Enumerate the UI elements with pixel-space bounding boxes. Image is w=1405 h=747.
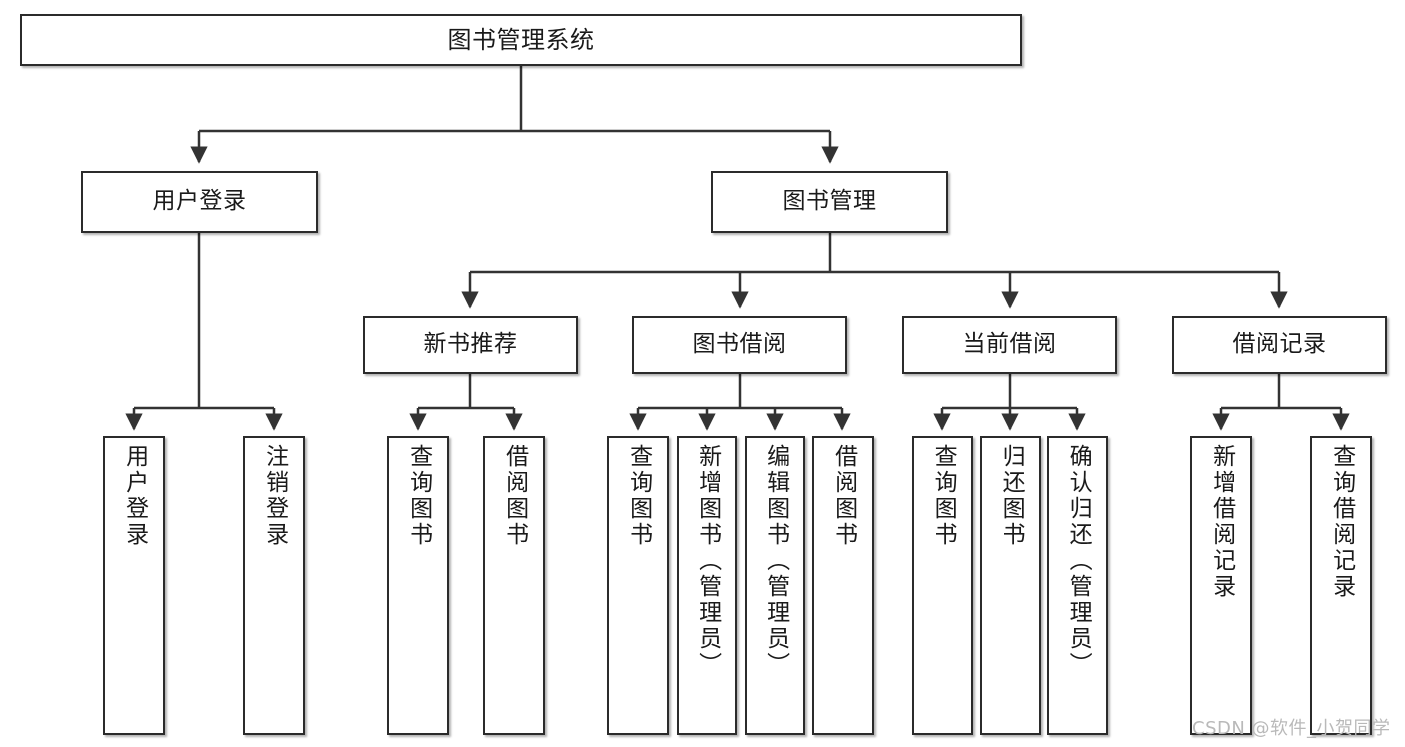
node-book-management[interactable]: 图书管理: [711, 171, 948, 233]
node-new-book-recommend[interactable]: 新书推荐: [363, 316, 578, 374]
leaf-user-login-logout[interactable]: 注销登录: [243, 436, 305, 735]
node-label: 新增图书（管理员）: [694, 444, 721, 678]
leaf-borrow-record-add-record[interactable]: 新增借阅记录: [1190, 436, 1252, 735]
node-label: 编辑图书（管理员）: [762, 444, 789, 678]
leaf-book-borrow-query-book[interactable]: 查询图书: [607, 436, 669, 735]
node-label: 图书管理系统: [447, 25, 595, 54]
node-label: 借阅图书: [501, 444, 528, 548]
node-label: 查询借阅记录: [1328, 444, 1355, 600]
node-label: 图书借阅: [692, 331, 787, 358]
node-user-login[interactable]: 用户登录: [81, 171, 318, 233]
node-label: 查询图书: [405, 444, 432, 548]
node-label: 图书管理: [782, 188, 877, 215]
node-label: 查询图书: [930, 444, 957, 548]
leaf-book-borrow-add-book-admin[interactable]: 新增图书（管理员）: [677, 436, 737, 735]
node-label: 查询图书: [625, 444, 652, 548]
node-label: 新书推荐: [423, 331, 518, 358]
node-label: 新增借阅记录: [1208, 444, 1235, 600]
node-label: 确认归还（管理员）: [1065, 444, 1092, 678]
leaf-new-book-borrow-book[interactable]: 借阅图书: [483, 436, 545, 735]
node-label: 借阅图书: [830, 444, 857, 548]
leaf-current-borrow-query-book[interactable]: 查询图书: [912, 436, 973, 735]
node-label: 借阅记录: [1232, 331, 1327, 358]
node-label: 注销登录: [261, 444, 288, 548]
leaf-book-borrow-edit-book-admin[interactable]: 编辑图书（管理员）: [745, 436, 805, 735]
node-current-borrow[interactable]: 当前借阅: [902, 316, 1117, 374]
node-book-borrow[interactable]: 图书借阅: [632, 316, 847, 374]
leaf-book-borrow-borrow-book[interactable]: 借阅图书: [812, 436, 874, 735]
leaf-new-book-query-book[interactable]: 查询图书: [387, 436, 449, 735]
leaf-borrow-record-query-record[interactable]: 查询借阅记录: [1310, 436, 1372, 735]
node-root-book-management-system[interactable]: 图书管理系统: [20, 14, 1022, 66]
node-label: 归还图书: [998, 444, 1025, 548]
node-borrow-record[interactable]: 借阅记录: [1172, 316, 1387, 374]
node-label: 当前借阅: [962, 331, 1057, 358]
node-label: 用户登录: [152, 188, 247, 215]
leaf-current-borrow-confirm-return-admin[interactable]: 确认归还（管理员）: [1047, 436, 1108, 735]
leaf-current-borrow-return-book[interactable]: 归还图书: [980, 436, 1041, 735]
node-label: 用户登录: [121, 444, 148, 548]
leaf-user-login-login[interactable]: 用户登录: [103, 436, 165, 735]
